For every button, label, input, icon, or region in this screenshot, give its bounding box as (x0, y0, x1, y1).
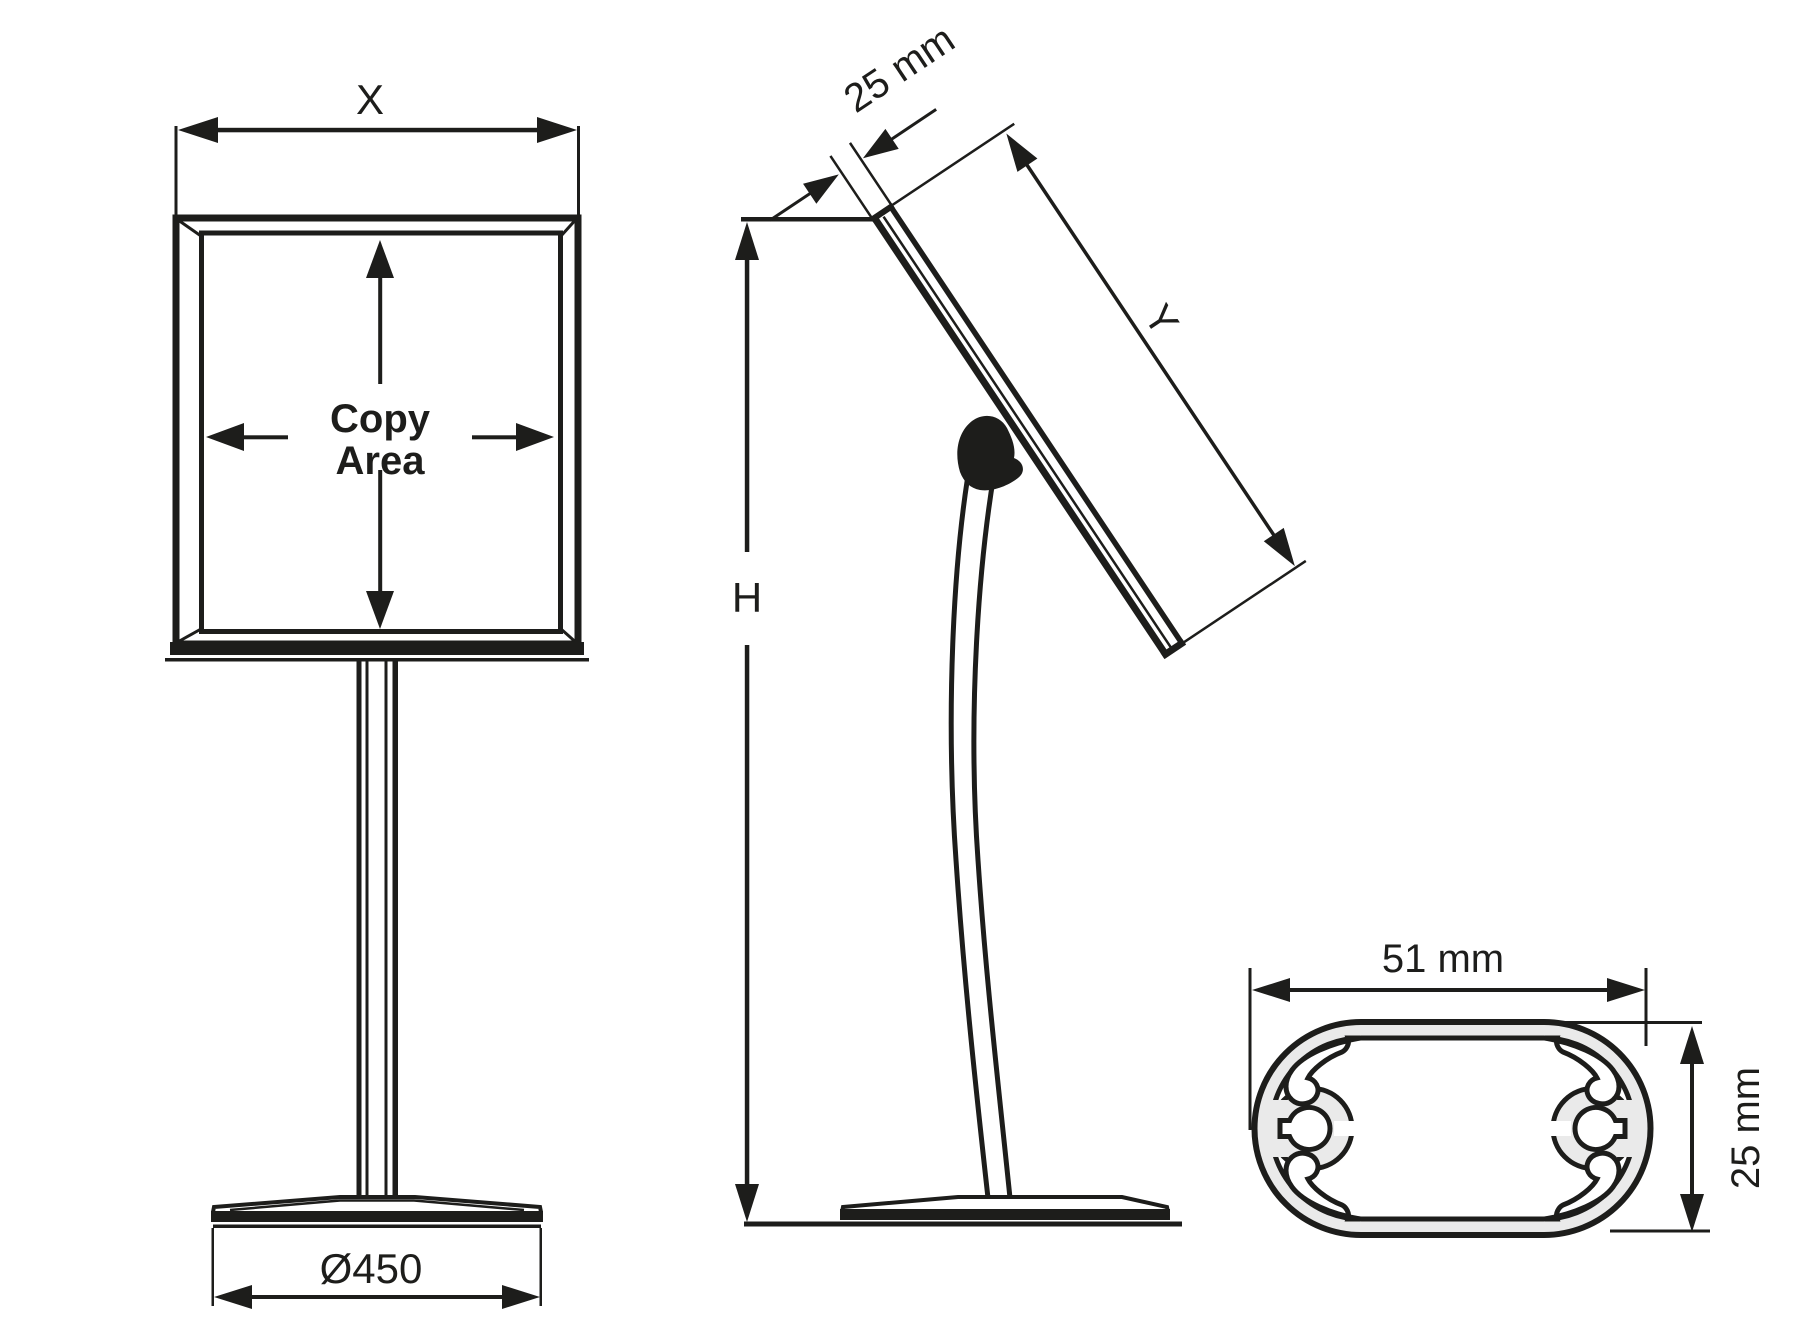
hinge-bracket (957, 415, 1023, 491)
x-dimension: X (174, 76, 580, 220)
ground-line (744, 1221, 1182, 1227)
profile-width-dimension: 51 mm (1248, 937, 1648, 1130)
front-view: X Copy Area (165, 76, 589, 1309)
h-dimension: H (732, 217, 873, 1222)
cross-section-view: 51 mm 25 mm (1248, 937, 1768, 1238)
pole-side (948, 445, 1013, 1199)
screw-boss-channel (1268, 1035, 1361, 1222)
copy-area-label-line1: Copy (330, 397, 431, 441)
base-diameter-dimension: Ø450 (211, 1228, 542, 1309)
base-front (211, 1195, 543, 1228)
profile-height-dimension: 25 mm (1560, 1021, 1768, 1233)
thickness-dimension (768, 108, 937, 222)
profile-height-label: 25 mm (1724, 1067, 1768, 1189)
base-side (840, 1195, 1170, 1220)
pole-front (356, 661, 398, 1197)
x-dimension-label: X (356, 76, 384, 123)
thickness-dimension-label: 25 mm (836, 17, 962, 121)
copy-area: Copy Area (206, 240, 554, 629)
frame-bottom-rail (170, 642, 584, 655)
sign-panel-side: Y (768, 108, 1307, 660)
sign-frame-front (165, 214, 589, 662)
copy-area-label-line2: Area (336, 439, 426, 483)
side-view: H (732, 17, 1307, 1227)
profile-width-label: 51 mm (1382, 937, 1504, 981)
base-diameter-label: Ø450 (320, 1245, 423, 1292)
h-dimension-label: H (732, 574, 762, 621)
